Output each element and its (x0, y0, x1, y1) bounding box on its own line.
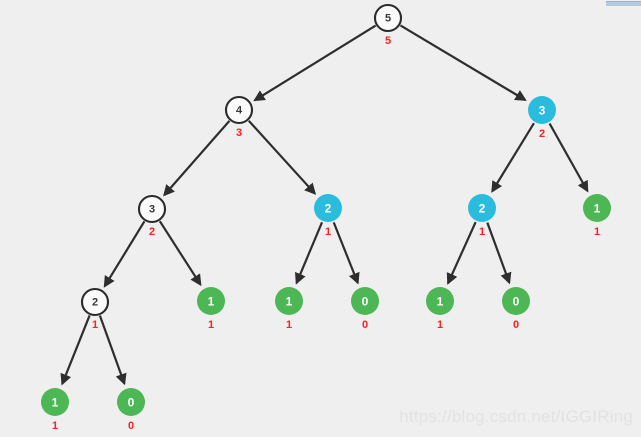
node-label: 0 (128, 396, 135, 410)
tree-edge (446, 221, 477, 285)
node-label: 2 (325, 202, 332, 216)
tree-node[interactable]: 21 (314, 194, 342, 238)
tree-edge (60, 315, 91, 386)
node-return-value: 1 (52, 420, 58, 432)
tree-node[interactable]: 11 (426, 287, 454, 331)
node-circle[interactable] (351, 287, 379, 315)
watermark-text: https://blog.csdn.net/IGGIRing (399, 407, 633, 426)
tree-node[interactable]: 32 (137, 194, 167, 238)
tree-edge (158, 220, 202, 287)
node-label: 0 (513, 295, 520, 309)
tree-edge (163, 120, 231, 197)
tree-node[interactable]: 00 (117, 388, 145, 432)
node-return-value: 0 (513, 319, 519, 331)
tree-edge (486, 222, 512, 285)
node-return-value: 2 (149, 226, 155, 238)
tree-edge (491, 122, 535, 193)
node-circle[interactable] (314, 194, 342, 222)
node-label: 3 (149, 204, 155, 216)
node-circle[interactable] (468, 194, 496, 222)
node-circle[interactable] (583, 194, 611, 222)
tree-node[interactable]: 21 (80, 287, 110, 331)
node-label: 1 (52, 396, 59, 410)
tree-node[interactable]: 11 (583, 194, 611, 238)
node-return-value: 1 (208, 319, 214, 331)
tree-node[interactable]: 11 (275, 287, 303, 331)
node-circle[interactable] (224, 95, 254, 125)
edge-layer (60, 24, 589, 386)
node-return-value: 1 (594, 226, 600, 238)
node-return-value: 0 (362, 319, 368, 331)
node-label: 1 (208, 295, 215, 309)
node-circle[interactable] (373, 3, 403, 33)
node-circle[interactable] (137, 194, 167, 224)
node-label: 4 (236, 105, 243, 117)
node-return-value: 1 (286, 319, 292, 331)
tree-edge (253, 24, 377, 102)
node-circle[interactable] (197, 287, 225, 315)
node-label: 5 (385, 13, 391, 25)
node-return-value: 2 (539, 128, 545, 140)
node-return-value: 5 (385, 35, 391, 47)
node-circle[interactable] (275, 287, 303, 315)
tree-node[interactable]: 32 (528, 96, 556, 140)
tree-edge (548, 122, 589, 193)
tree-node[interactable]: 00 (351, 287, 379, 331)
node-circle[interactable] (426, 287, 454, 315)
node-circle[interactable] (528, 96, 556, 124)
top-right-scrollbar-stub (606, 1, 641, 6)
node-return-value: 1 (92, 319, 98, 331)
tree-node[interactable]: 43 (224, 95, 254, 139)
node-circle[interactable] (502, 287, 530, 315)
tree-node[interactable]: 55 (373, 3, 403, 47)
tree-edge (103, 220, 146, 288)
tree-node[interactable]: 11 (197, 287, 225, 331)
node-circle[interactable] (80, 287, 110, 317)
tree-edge (247, 119, 317, 195)
tree-node[interactable]: 21 (468, 194, 496, 238)
node-return-value: 1 (479, 226, 485, 238)
node-label: 1 (286, 295, 293, 309)
node-label: 1 (437, 295, 444, 309)
tree-edge (332, 221, 360, 285)
tree-edge (295, 221, 324, 285)
node-return-value: 1 (325, 226, 331, 238)
tree-edge (98, 315, 127, 386)
node-label: 2 (92, 297, 98, 309)
node-return-value: 0 (128, 420, 134, 432)
tree-edge (399, 24, 527, 101)
node-circle[interactable] (41, 388, 69, 416)
node-label: 1 (594, 202, 601, 216)
node-return-value: 1 (437, 319, 443, 331)
node-return-value: 3 (236, 127, 242, 139)
tree-node[interactable]: 11 (41, 388, 69, 432)
node-label: 3 (539, 104, 546, 118)
node-label: 2 (479, 202, 486, 216)
tree-node[interactable]: 00 (502, 287, 530, 331)
node-circle[interactable] (117, 388, 145, 416)
node-label: 0 (362, 295, 369, 309)
